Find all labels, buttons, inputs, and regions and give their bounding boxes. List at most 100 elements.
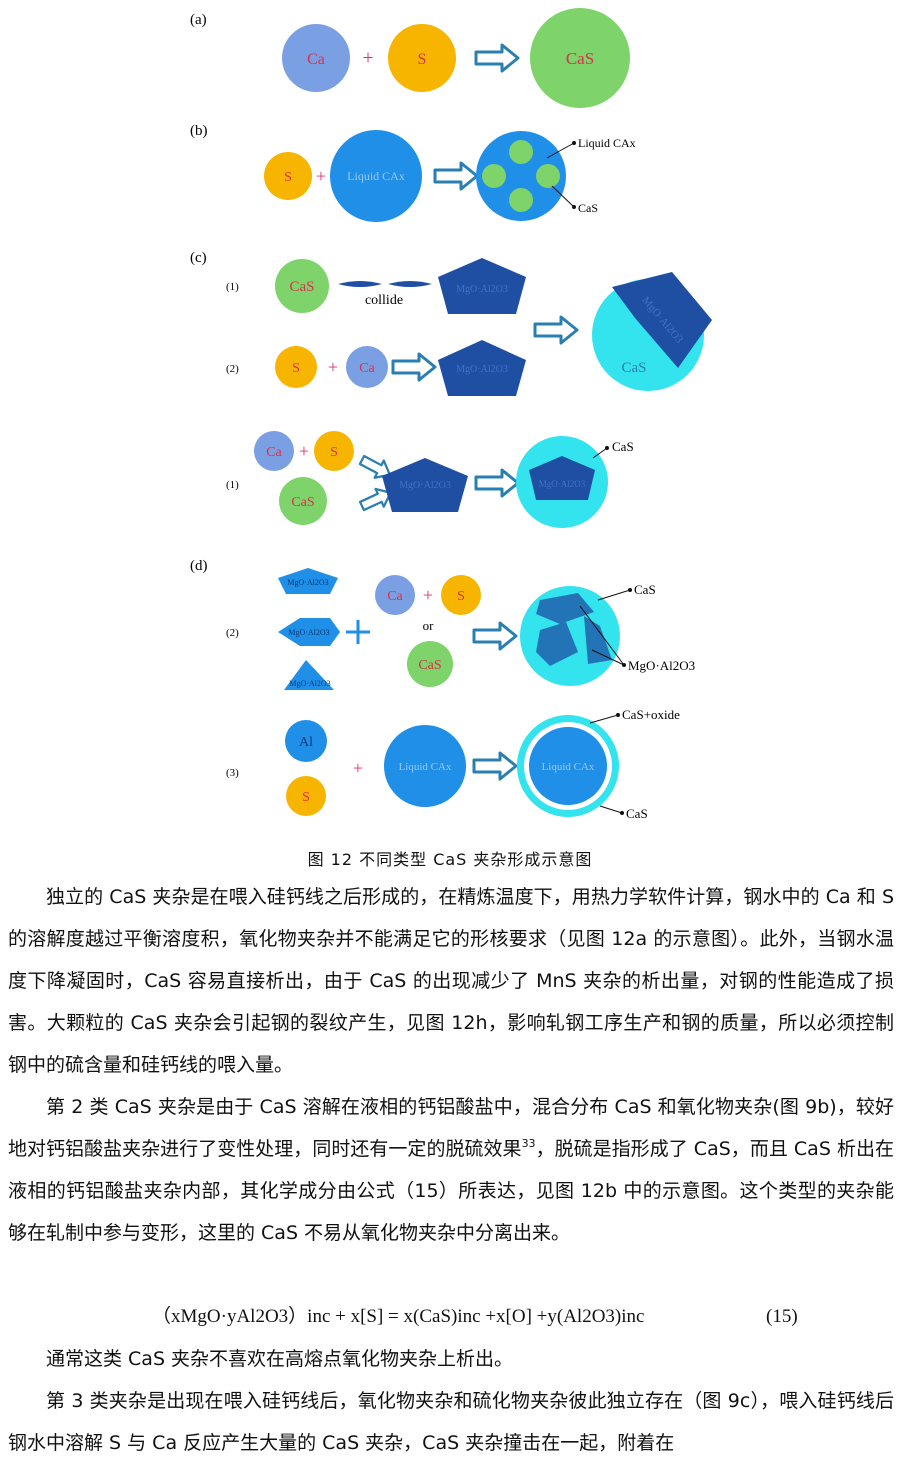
equation-body: （xMgO·yAl2O3）inc + x[S] = x(CaS)inc +x[O… <box>152 1306 645 1327</box>
equation-15: （xMgO·yAl2O3）inc + x[S] = x(CaS)inc +x[O… <box>0 1296 900 1338</box>
spinel-pentagon-shape: MgO·Al2O3 <box>278 568 338 594</box>
cas-with-spinel-fragments-particle <box>520 586 620 686</box>
panel-d-label: (d) <box>190 558 208 574</box>
spinel-particle: MgO·Al2O3 <box>438 258 526 314</box>
paragraph-1: 独立的 CaS 夹杂是在喂入硅钙线之后形成的，在精炼温度下，用热力学软件计算，钢… <box>8 886 894 1076</box>
reaction-arrow <box>472 751 518 781</box>
svg-text:MgO·Al2O3: MgO·Al2O3 <box>289 679 330 688</box>
svg-text:Ca: Ca <box>307 51 325 68</box>
svg-text:CaS: CaS <box>621 360 646 376</box>
svg-text:Liquid CAx: Liquid CAx <box>347 169 405 183</box>
plus-sign: + <box>299 441 309 461</box>
collide-label: collide <box>365 293 403 308</box>
sulfur-particle: S <box>441 575 481 615</box>
paragraph-2-part-b: ，脱硫是指形成了 CaS，而且 CaS 析出在液相的钙铝酸盐夹杂内部，其化学成分… <box>8 1138 894 1244</box>
svg-text:S: S <box>330 445 338 460</box>
annotation-liquid-cax: Liquid CAx <box>578 136 636 150</box>
spinel-particle: MgO·Al2O3 <box>438 340 526 396</box>
calcium-particle: Ca <box>346 346 388 388</box>
reaction-arrow <box>391 352 437 382</box>
route-2-label: (2) <box>226 627 239 639</box>
annotation-cas: CaS <box>626 806 648 821</box>
liquid-cax-with-cas-particle <box>476 131 566 221</box>
svg-text:S: S <box>302 790 310 805</box>
sulfur-particle: S <box>314 431 354 471</box>
calcium-particle: Ca <box>282 24 350 92</box>
cas-coated-spinel-particle: MgO·Al2O3 <box>516 436 608 528</box>
svg-text:Liquid CAx: Liquid CAx <box>542 761 595 773</box>
svg-text:Ca: Ca <box>359 361 375 376</box>
svg-text:S: S <box>292 361 300 376</box>
liquid-cax-particle: Liquid CAx <box>330 130 422 222</box>
sulfur-particle: S <box>286 776 326 816</box>
svg-text:MgO·Al2O3: MgO·Al2O3 <box>456 284 508 295</box>
panel-a-label: (a) <box>190 12 207 28</box>
svg-text:MgO·Al2O3: MgO·Al2O3 <box>287 578 328 587</box>
panel-c-label: (c) <box>190 250 207 266</box>
sulfur-particle: S <box>264 152 312 200</box>
plus-cross <box>346 620 370 644</box>
cas-particle: CaS <box>279 477 327 525</box>
plus-sign: + <box>423 585 433 605</box>
inclusion-formation-figure: (a) Ca + S CaS (b) S + Liquid CAx Liquid… <box>190 8 712 821</box>
paragraph-2: 第 2 类 CaS 夹杂是由于 CaS 溶解在液相的钙铝酸盐中，混合分布 CaS… <box>8 1086 894 1254</box>
annotation-cas: CaS <box>578 201 598 215</box>
svg-text:Liquid CAx: Liquid CAx <box>399 761 452 773</box>
svg-text:S: S <box>457 589 465 604</box>
svg-text:MgO·Al2O3: MgO·Al2O3 <box>456 364 508 375</box>
svg-text:MgO·Al2O3: MgO·Al2O3 <box>539 479 586 489</box>
cas-particle: CaS <box>275 259 329 313</box>
citation-ref[interactable]: 33 <box>521 1137 536 1150</box>
plus-sign: + <box>328 357 338 377</box>
plus-sign: + <box>316 166 326 186</box>
route-1-label: (1) <box>226 479 239 491</box>
annotation-cas: CaS <box>612 439 634 454</box>
or-label: or <box>423 618 435 633</box>
svg-text:CaS: CaS <box>566 49 594 68</box>
route-2-label: (2) <box>226 363 239 375</box>
paragraph-4: 第 3 类夹杂是出现在喂入硅钙线后，氧化物夹杂和硫化物夹杂彼此独立存在（图 9c… <box>8 1390 894 1454</box>
aluminum-particle: Al <box>285 720 327 762</box>
svg-text:S: S <box>284 170 292 185</box>
annotation-cas-oxide: CaS+oxide <box>622 707 680 722</box>
svg-text:CaS: CaS <box>291 495 314 510</box>
spinel-diamond-shape: MgO·Al2O3 <box>278 618 340 646</box>
spinel-particle: MgO·Al2O3 <box>382 458 468 512</box>
liquid-cax-particle: Liquid CAx <box>384 725 466 807</box>
cas-shell-liquid-cax-particle: Liquid CAx <box>517 715 619 817</box>
reaction-arrow <box>533 315 579 345</box>
svg-text:CaS: CaS <box>418 658 441 673</box>
route-3-label: (3) <box>226 767 239 779</box>
annotation-cas: CaS <box>634 582 656 597</box>
svg-text:MgO·Al2O3: MgO·Al2O3 <box>399 480 451 491</box>
calcium-particle: Ca <box>254 431 294 471</box>
plus-sign: + <box>362 47 373 69</box>
svg-text:S: S <box>418 51 427 68</box>
svg-text:MgO·Al2O3: MgO·Al2O3 <box>288 628 329 637</box>
equation-number: (15) <box>766 1306 798 1327</box>
cas-particle: CaS <box>407 641 453 687</box>
svg-text:CaS: CaS <box>289 279 314 295</box>
svg-text:Ca: Ca <box>387 589 403 604</box>
svg-text:Ca: Ca <box>266 445 282 460</box>
reaction-arrow <box>433 161 479 191</box>
collision-arrow-right <box>388 281 432 287</box>
figure-caption: 图 12 不同类型 CaS 夹杂形成示意图 <box>307 850 593 869</box>
route-1-label: (1) <box>226 281 239 293</box>
paragraph-2-part-a: 第 2 类 CaS 夹杂是由于 CaS 溶解在液相的钙铝酸盐中，混合分布 CaS… <box>8 1096 894 1160</box>
reaction-arrow <box>474 43 520 73</box>
sulfur-particle: S <box>275 346 317 388</box>
collision-arrow-left <box>338 281 382 287</box>
reaction-arrow <box>472 621 518 651</box>
reaction-arrow <box>474 468 520 498</box>
spinel-triangle-shape: MgO·Al2O3 <box>284 660 334 690</box>
panel-b-label: (b) <box>190 123 208 139</box>
sulfur-particle: S <box>388 24 456 92</box>
cas-attached-spinel-particle: MgO·Al2O3 CaS <box>592 272 712 391</box>
svg-text:Al: Al <box>299 735 313 750</box>
cas-product-particle: CaS <box>530 8 630 108</box>
annotation-spinel: MgO·Al2O3 <box>628 658 695 673</box>
paragraph-3: 通常这类 CaS 夹杂不喜欢在高熔点氧化物夹杂上析出。 <box>46 1348 514 1370</box>
calcium-particle: Ca <box>375 575 415 615</box>
plus-sign: + <box>353 758 363 778</box>
